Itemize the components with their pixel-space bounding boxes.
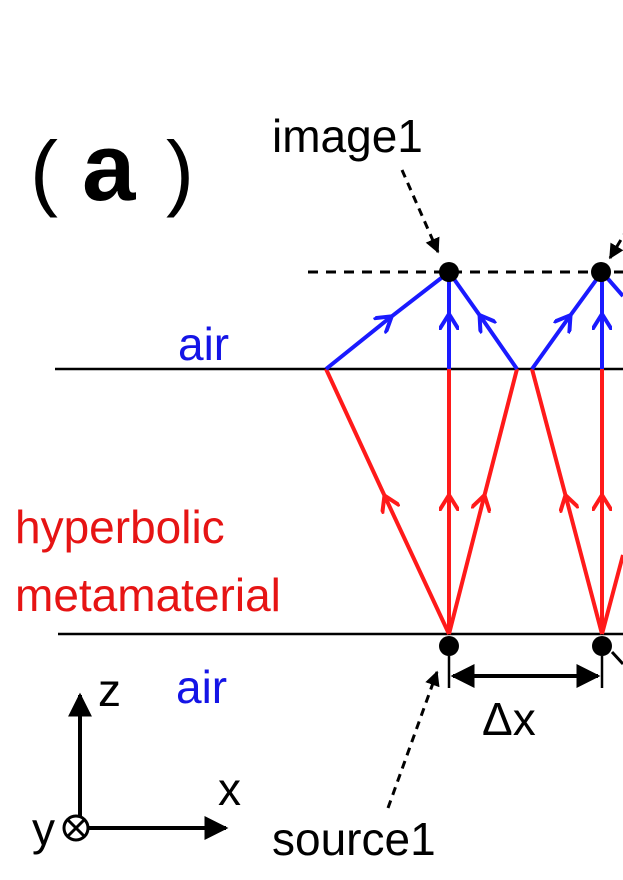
image2-point xyxy=(591,262,611,282)
air-bottom-label: air xyxy=(176,661,227,713)
image1-point xyxy=(439,262,459,282)
y-axis-cross-b xyxy=(66,818,86,838)
image2-pointer-arrow xyxy=(608,233,623,260)
material-label-line2: metamaterial xyxy=(15,569,281,621)
source1-pointer-arrow xyxy=(386,670,440,809)
red-ray-left xyxy=(324,368,451,635)
y-axis-label: y xyxy=(32,803,55,855)
red-rays-source2 xyxy=(530,368,623,635)
source1-point xyxy=(439,636,459,656)
image1-label: image1 xyxy=(272,110,423,162)
blue-ray-left xyxy=(324,270,451,371)
source1-label: source1 xyxy=(272,813,436,865)
blue-ray-right xyxy=(447,270,519,371)
red-rays-source1 xyxy=(324,368,519,635)
delta-x-label: Δx xyxy=(482,693,536,745)
red-ray2-right xyxy=(600,554,623,635)
x-axis-label: x xyxy=(218,763,241,815)
blue-rays-source2 xyxy=(530,270,623,371)
blue-ray2-left xyxy=(530,270,604,371)
air-top-label: air xyxy=(178,318,229,370)
panel-letter: a xyxy=(82,114,136,221)
source2-point xyxy=(592,636,612,656)
coordinate-axes: z x y xyxy=(32,664,241,855)
material-label-line1: hyperbolic xyxy=(15,501,225,553)
image1-pointer-arrow xyxy=(400,169,440,254)
panel-close-paren: ) xyxy=(166,124,194,218)
z-axis-label: z xyxy=(98,664,121,716)
panel-open-paren: ( xyxy=(30,124,58,218)
red-ray-right xyxy=(447,368,519,635)
blue-rays-source1 xyxy=(324,270,519,371)
red-ray2-left xyxy=(530,368,604,635)
source2-pointer-stub xyxy=(610,650,623,666)
